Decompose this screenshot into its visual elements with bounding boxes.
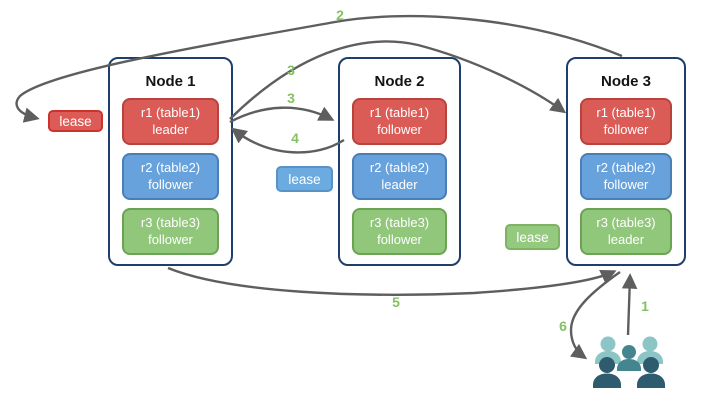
node-2-replica-r1: r1 (table1) follower [352,98,447,145]
node-3-title: Node 3 [600,73,651,90]
node-1-replica-r1: r1 (table1) leader [122,98,219,145]
lease-badge-table2: lease [276,166,333,192]
replica-role: leader [607,231,645,247]
node-1-replica-r2: r2 (table2) follower [122,153,219,200]
arrow-step-5-node1-to-r3-leader [167,266,617,296]
node-2-replica-r2: r2 (table2) leader [352,153,447,200]
node-2-replica-r3: r3 (table3) follower [352,208,447,255]
users-group-icon [593,336,665,388]
replica-name: r3 (table3) [140,214,201,230]
node-2-title: Node 2 [374,73,425,90]
step-label-6: 6 [559,318,567,334]
replica-role: leader [381,176,418,192]
replica-name: r3 (table3) [596,214,656,230]
step-label-4: 4 [291,130,299,146]
replica-name: r2 (table2) [140,159,201,175]
node-3-replica-r3: r3 (table3) leader [580,208,672,255]
replica-role: leader [152,121,189,137]
replica-name: r2 (table2) [369,159,430,175]
replica-role: follower [377,231,422,247]
replica-name: r1 (table1) [369,104,430,120]
step-label-3a: 3 [287,62,295,78]
node-3: Node 3 r1 (table1) follower r2 (table2) … [566,57,686,266]
node-3-replica-r1: r1 (table1) follower [580,98,672,145]
node-3-replica-r2: r2 (table2) follower [580,153,672,200]
step-label-1: 1 [641,298,649,314]
arrow-step-3-leader-to-node2 [229,106,335,124]
arrow-step-1-users-to-r3-leader [621,273,638,336]
replica-name: r1 (table1) [140,104,201,120]
replica-name: r3 (table3) [369,214,430,230]
step-label-2: 2 [336,7,344,23]
replica-role: follower [603,176,649,192]
step-label-3b: 3 [287,90,295,106]
replica-role: follower [148,231,193,247]
node-2: Node 2 r1 (table1) follower r2 (table2) … [338,57,461,266]
step-label-5: 5 [392,294,400,310]
replica-name: r2 (table2) [596,159,656,175]
lease-badge-table3: lease [505,224,560,250]
lease-badge-table1: lease [48,110,103,132]
replica-role: follower [148,176,193,192]
node-1-title: Node 1 [145,73,196,90]
node-1-replica-r3: r3 (table3) follower [122,208,219,255]
replica-name: r1 (table1) [596,104,656,120]
node-1: Node 1 r1 (table1) leader r2 (table2) fo… [108,57,233,266]
replica-role: follower [377,121,422,137]
replica-role: follower [603,121,649,137]
